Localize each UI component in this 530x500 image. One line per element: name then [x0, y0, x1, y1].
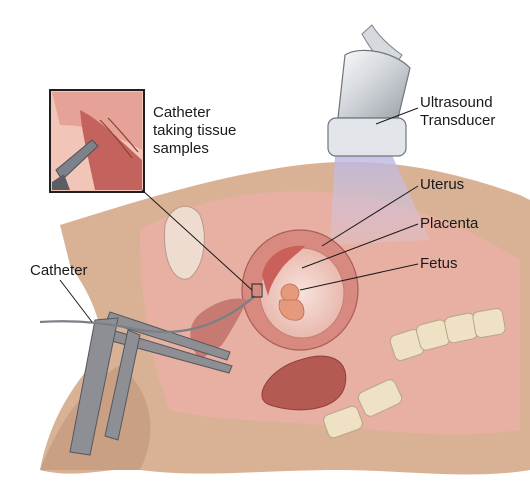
- ultrasound-transducer-label: Ultrasound Transducer: [420, 94, 496, 129]
- uterus-label: Uterus: [420, 176, 465, 193]
- inset-magnified-view: [49, 89, 145, 193]
- rectum: [261, 355, 347, 411]
- sampling-site-marker: [251, 283, 263, 298]
- fetus-label: Fetus: [420, 255, 458, 272]
- bladder: [164, 205, 205, 280]
- catheter-label: Catheter: [30, 262, 88, 279]
- leader-lines: [59, 107, 419, 323]
- ultrasound-beam: [330, 155, 430, 245]
- fetus: [278, 283, 305, 321]
- ultrasound-transducer: [327, 24, 411, 157]
- placenta-label: Placenta: [420, 215, 479, 232]
- spine: [323, 308, 506, 439]
- catheter-sampling-label: Catheter taking tissue samples: [153, 104, 237, 157]
- catheter-tube: [39, 295, 256, 334]
- placenta: [262, 245, 305, 296]
- speculum: [69, 311, 233, 456]
